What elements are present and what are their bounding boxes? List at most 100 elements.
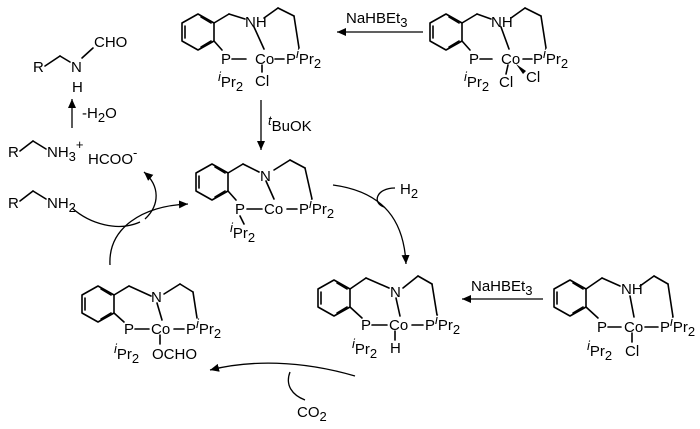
bond <box>293 15 300 49</box>
bond <box>273 159 291 171</box>
complex-bottom-center: N P Co PiPr2 iPr2 H <box>317 275 460 361</box>
complex-top-center: NH P Co PiPr2 iPr2 Cl <box>181 7 321 94</box>
bond <box>349 277 367 290</box>
cho-group-label: CHO <box>94 34 127 51</box>
arrow-h2-addition <box>332 184 410 265</box>
bond <box>540 15 547 49</box>
bond <box>524 7 542 17</box>
bond <box>81 47 94 59</box>
p-ipr2-label: PiPr2 <box>533 46 568 71</box>
bond <box>32 190 47 200</box>
aromatic-double-bond <box>200 40 212 48</box>
bond <box>505 64 509 75</box>
bond <box>213 40 223 51</box>
bond <box>156 302 163 321</box>
amine-label: NH2 <box>47 195 76 215</box>
n-atom-label: N <box>71 59 82 76</box>
bond <box>653 275 669 285</box>
bond <box>44 55 61 67</box>
bond <box>402 275 419 289</box>
bond <box>113 312 125 323</box>
bond <box>601 277 621 287</box>
ipr2-label: iPr2 <box>230 220 255 245</box>
benzene-ring <box>429 13 463 51</box>
bond <box>585 277 603 290</box>
p-atom-label: P <box>469 51 479 68</box>
formate-label: HCOO- <box>88 145 137 168</box>
ocho-ligand-label: OCHO <box>152 346 197 363</box>
bond <box>510 7 526 19</box>
bond <box>213 13 230 24</box>
n-atom-label: N <box>260 168 271 185</box>
bond <box>265 180 275 200</box>
n-atom-label: NH <box>621 281 643 298</box>
r-group-label: R <box>8 144 19 161</box>
co-atom-label: Co <box>255 51 274 68</box>
aromatic-double-bond <box>200 16 212 24</box>
cl-ligand-label: Cl <box>625 343 639 360</box>
bond <box>19 140 34 152</box>
complex-top-right: NH P Co PiPr2 iPr2 Cl Cl <box>429 7 568 94</box>
bond <box>304 167 313 200</box>
benzene-ring <box>553 279 587 317</box>
reagent-tbuok: tBuOK <box>268 113 312 135</box>
p-ipr2-label: PiPr2 <box>660 314 695 339</box>
arrow-co2-entry <box>287 371 306 401</box>
p-ipr2-label: PiPr2 <box>286 46 321 71</box>
benzene-ring <box>181 13 215 51</box>
r-group-label: R <box>8 195 19 212</box>
bond <box>239 215 245 225</box>
aromatic-double-bond <box>448 40 460 48</box>
p-ipr2-label: PiPr2 <box>425 312 460 337</box>
bond <box>461 40 471 51</box>
aromatic-double-bond <box>336 282 348 290</box>
n-atom-label: NH <box>491 14 513 31</box>
ipr2-label: iPr2 <box>464 69 489 94</box>
p-ipr2-label: PiPr2 <box>299 196 334 221</box>
bond <box>277 7 295 17</box>
aromatic-double-bond <box>336 306 348 314</box>
cl-ligand-label: Cl <box>255 73 269 90</box>
formamide-product: R N H CHO <box>33 34 127 96</box>
bond <box>253 26 265 50</box>
bond <box>113 285 130 296</box>
bond <box>263 7 279 19</box>
bond <box>349 306 363 319</box>
aromatic-double-bond <box>100 312 112 320</box>
p-atom-label: P <box>124 321 134 338</box>
cl-ligand-label: Cl <box>499 74 513 91</box>
ammonium-formate: R NH3+ HCOO- <box>8 137 137 168</box>
p-atom-label: P <box>361 317 371 334</box>
n-atom-label: NH <box>245 14 267 31</box>
p-atom-label: P <box>235 201 245 218</box>
benzene-ring <box>195 163 229 201</box>
bond <box>639 275 655 287</box>
bond <box>163 283 181 295</box>
arrow-co2-insertion <box>209 362 356 377</box>
p-atom-label: P <box>597 319 607 336</box>
bond <box>227 190 237 201</box>
bond <box>667 283 674 318</box>
n-atom-label: N <box>390 284 401 301</box>
reagent-nahbet3-top: NaHBEt3 <box>346 10 407 30</box>
bond <box>228 13 246 20</box>
aromatic-double-bond <box>214 166 226 174</box>
benzene-ring <box>317 279 351 317</box>
bond <box>476 13 492 20</box>
bond <box>289 159 306 169</box>
amine-substrate: R NH2 <box>8 190 76 215</box>
reagent-co2: CO2 <box>297 404 327 424</box>
bond <box>179 283 194 293</box>
bond <box>461 13 478 24</box>
bond <box>59 55 71 63</box>
co-atom-label: Co <box>389 317 408 334</box>
bond <box>192 291 198 319</box>
aromatic-double-bond <box>572 306 584 314</box>
bond <box>500 26 510 50</box>
p-ipr2-label: PiPr2 <box>186 316 221 341</box>
aromatic-double-bond <box>448 16 460 24</box>
cl-ligand-label: Cl <box>526 69 540 86</box>
h-atom-label: H <box>72 79 83 96</box>
arrow-h2-entry <box>376 187 396 208</box>
